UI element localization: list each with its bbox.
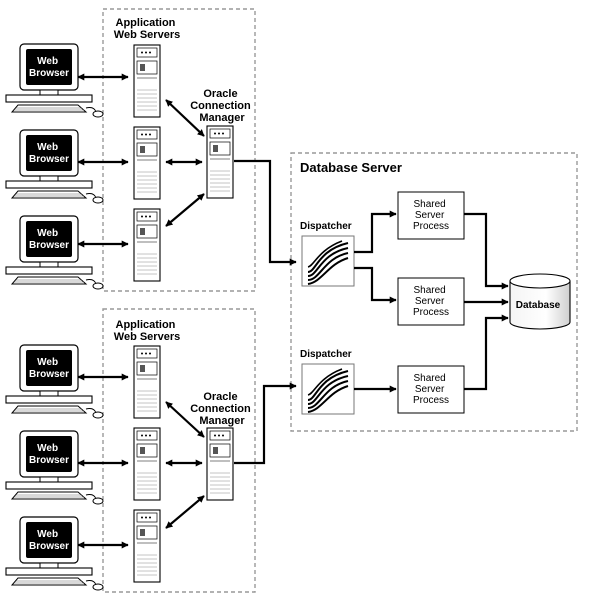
- dispatcher-shared-arrow: [354, 266, 397, 304]
- database-server-frame: [290, 152, 578, 432]
- app-servers-label-bottom: Application Web Servers: [114, 319, 180, 343]
- dispatcher-label: Dispatcher: [300, 349, 352, 360]
- web-browser-computer: Web Browser: [5, 43, 104, 118]
- connection-manager-tower: [206, 125, 234, 199]
- app-server-tower: [133, 427, 161, 501]
- connection-manager-tower: [206, 427, 234, 501]
- shared-server-process: Shared Server Process: [397, 277, 465, 326]
- dispatcher-icon: [301, 235, 355, 287]
- app-server-tower: [133, 345, 161, 419]
- svg-text:Web Browser: Web Browser: [29, 142, 69, 165]
- svg-text:Web Browser: Web Browser: [29, 56, 69, 79]
- dispatcher-label: Dispatcher: [300, 221, 352, 232]
- ocm-dispatcher-arrow: [234, 382, 297, 465]
- web-browser-computer: Web Browser: [5, 516, 104, 591]
- app-ocm-arrow: [165, 401, 205, 438]
- svg-text:Database: Database: [516, 300, 561, 311]
- app-server-tower: [133, 509, 161, 583]
- ocm-dispatcher-arrow: [234, 159, 297, 266]
- svg-text:Shared Server Proc: Shared Server Process: [413, 373, 449, 406]
- svg-text:Web Browser: Web Browser: [29, 529, 69, 552]
- app-ocm-arrow: [165, 193, 205, 227]
- shared-server-process: Shared Server Process: [397, 191, 465, 240]
- app-servers-label-top: Application Web Servers: [114, 17, 180, 41]
- web-browser-computer: Web Browser: [5, 430, 104, 505]
- svg-text:Web Browser: Web Browser: [29, 228, 69, 251]
- app-server-tower: [133, 44, 161, 118]
- web-browser-computer: Web Browser: [5, 344, 104, 419]
- ocm-label-bottom: Oracle Connection Manager: [190, 391, 254, 427]
- web-browser-computer: Web Browser: [5, 129, 104, 204]
- database-cylinder: Database: [509, 273, 571, 330]
- app-ocm-arrow: [165, 99, 205, 137]
- dispatcher-icon: [301, 363, 355, 415]
- app-server-tower: [133, 208, 161, 282]
- app-tier-bottom-frame: [102, 308, 256, 593]
- dispatcher-shared-arrow: [354, 210, 397, 254]
- app-server-tower: [133, 126, 161, 200]
- database-server-title: Database Server: [300, 160, 402, 175]
- ocm-label-top: Oracle Connection Manager: [190, 88, 254, 124]
- shared-database-arrow: [464, 314, 509, 391]
- svg-text:Shared Server Proc: Shared Server Process: [413, 285, 449, 318]
- svg-text:Shared Server Proc: Shared Server Process: [413, 199, 449, 232]
- svg-text:Web Browser: Web Browser: [29, 357, 69, 380]
- web-browser-computer: Web Browser: [5, 215, 104, 290]
- app-ocm-arrow: [165, 495, 205, 529]
- shared-database-arrow: [464, 212, 509, 290]
- svg-text:Web Browser: Web Browser: [29, 443, 69, 466]
- shared-server-process: Shared Server Process: [397, 365, 465, 414]
